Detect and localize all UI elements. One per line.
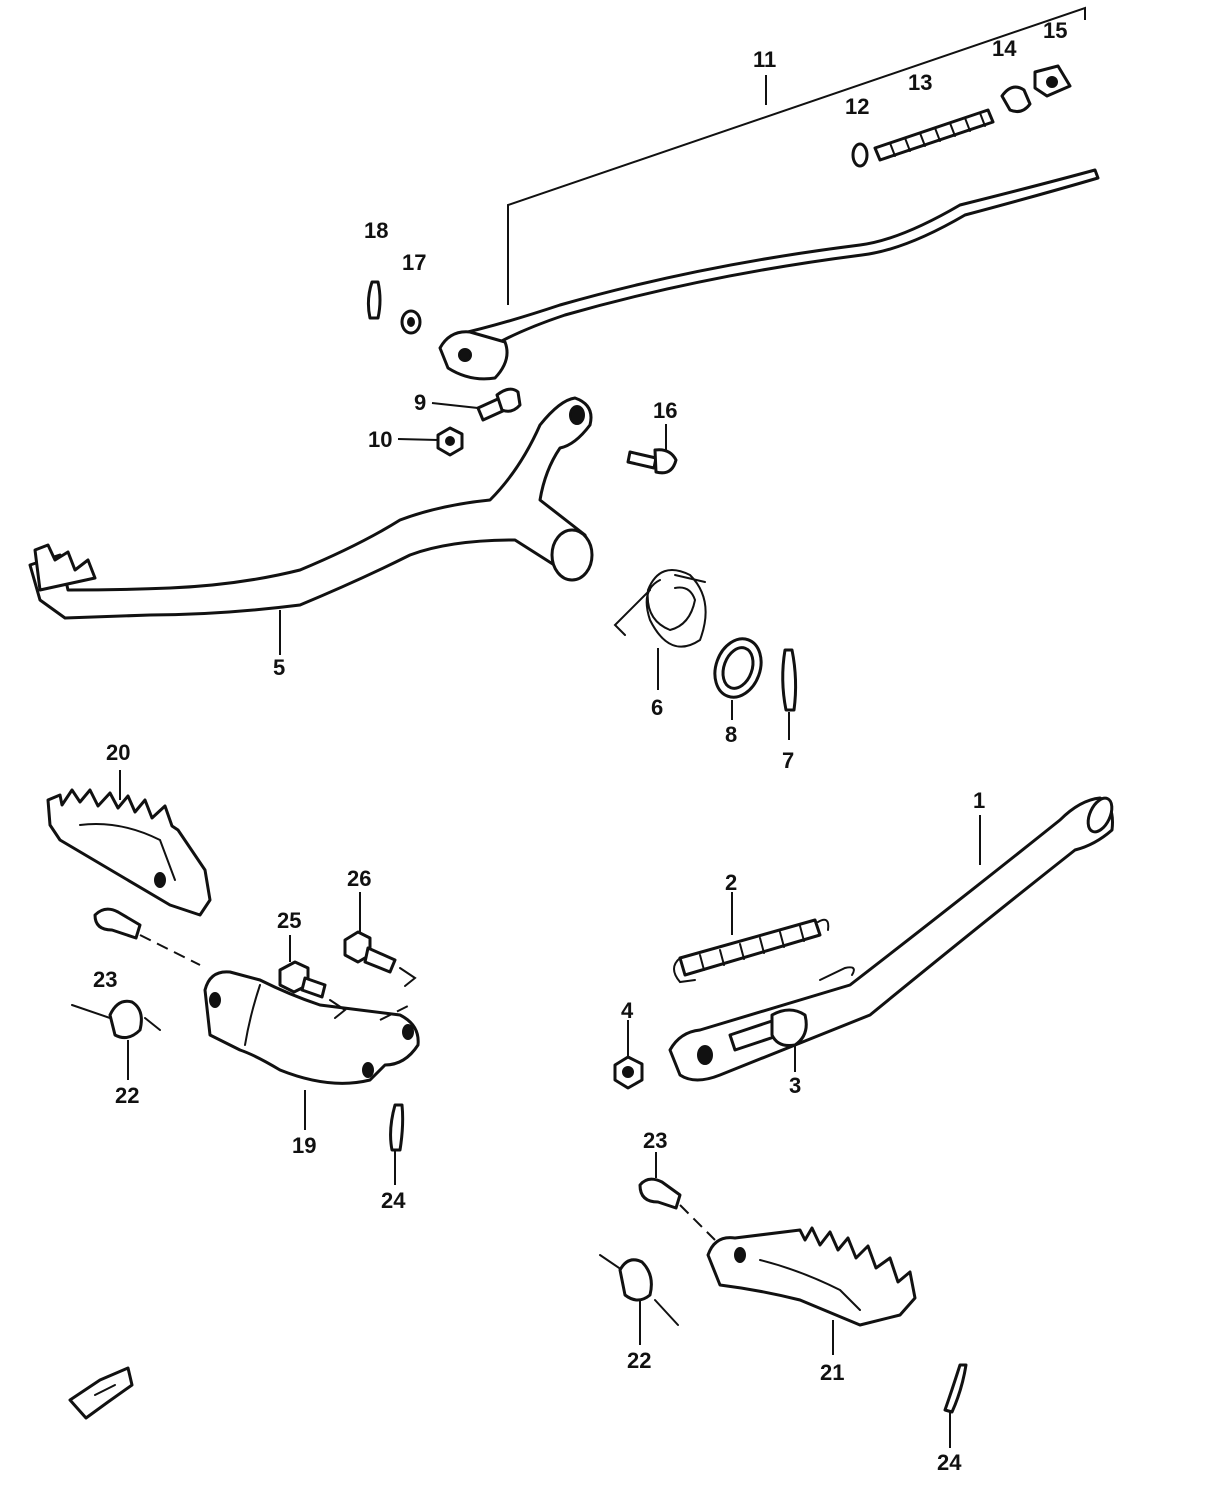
callout-4: 4	[621, 998, 634, 1023]
washer-17	[400, 309, 422, 335]
footrest-bracket-19	[203, 970, 420, 1130]
callout-19: 19	[292, 1133, 316, 1158]
callout-3: 3	[789, 1073, 801, 1098]
callout-13: 13	[908, 70, 932, 95]
callout-9: 9	[414, 390, 426, 415]
callout-1: 1	[973, 788, 985, 813]
brake-pedal	[28, 396, 594, 655]
bolt-9	[431, 387, 522, 422]
callout-labels: 1 2 3 4 5 6 7 8 9 10 11 12 13 14 15 16 1…	[93, 18, 1067, 1475]
callout-21: 21	[820, 1360, 844, 1385]
callout-2: 2	[725, 870, 737, 895]
side-stand	[668, 796, 1114, 1082]
callout-11: 11	[753, 47, 776, 72]
callout-12: 12	[845, 94, 869, 119]
front-direction-arrow-icon	[68, 1366, 134, 1420]
callout-24-right: 24	[937, 1450, 962, 1475]
callout-18: 18	[364, 218, 388, 243]
nut-10	[397, 426, 464, 457]
callout-10: 10	[368, 427, 392, 452]
bolt-25	[278, 935, 347, 1019]
callout-8: 8	[725, 722, 737, 747]
adjuster-nut-15	[1033, 64, 1072, 98]
footrest-20	[46, 770, 212, 917]
callout-25: 25	[277, 908, 301, 933]
callout-14: 14	[992, 36, 1017, 61]
cotter-pin-24-right	[943, 1363, 968, 1448]
washer-8	[713, 637, 763, 720]
callout-5: 5	[273, 655, 285, 680]
callout-22-right: 22	[627, 1348, 651, 1373]
callout-22-left: 22	[115, 1083, 139, 1108]
spring-2	[673, 892, 830, 984]
assembly-11-bracket	[507, 6, 1086, 305]
callout-16: 16	[653, 398, 677, 423]
spring-22-left	[71, 999, 161, 1080]
callout-6: 6	[651, 695, 663, 720]
callout-20: 20	[106, 740, 130, 765]
callout-17: 17	[402, 250, 426, 275]
footrest-21	[706, 1226, 917, 1355]
pin-23-left	[93, 907, 201, 966]
callout-23-left: 23	[93, 967, 117, 992]
callout-26: 26	[347, 866, 371, 891]
spring-22-right	[599, 1254, 679, 1345]
nut-4	[613, 1020, 644, 1090]
callout-23-right: 23	[643, 1128, 667, 1153]
brake-rod	[438, 168, 1100, 381]
callout-24-left: 24	[381, 1188, 406, 1213]
spring-13	[873, 108, 995, 162]
callout-7: 7	[782, 748, 794, 773]
bolt-26	[343, 892, 417, 1021]
pin-16	[626, 424, 678, 475]
callout-15: 15	[1043, 18, 1067, 43]
joint-14	[1000, 85, 1032, 113]
washer-12	[851, 142, 869, 168]
cotter-pin-18	[366, 280, 382, 320]
spring-6	[613, 569, 707, 690]
bolt-3	[728, 1008, 808, 1072]
pin-23-right	[638, 1152, 716, 1241]
cotter-pin-24-left	[389, 1103, 405, 1185]
cotter-pin-7	[781, 648, 798, 740]
